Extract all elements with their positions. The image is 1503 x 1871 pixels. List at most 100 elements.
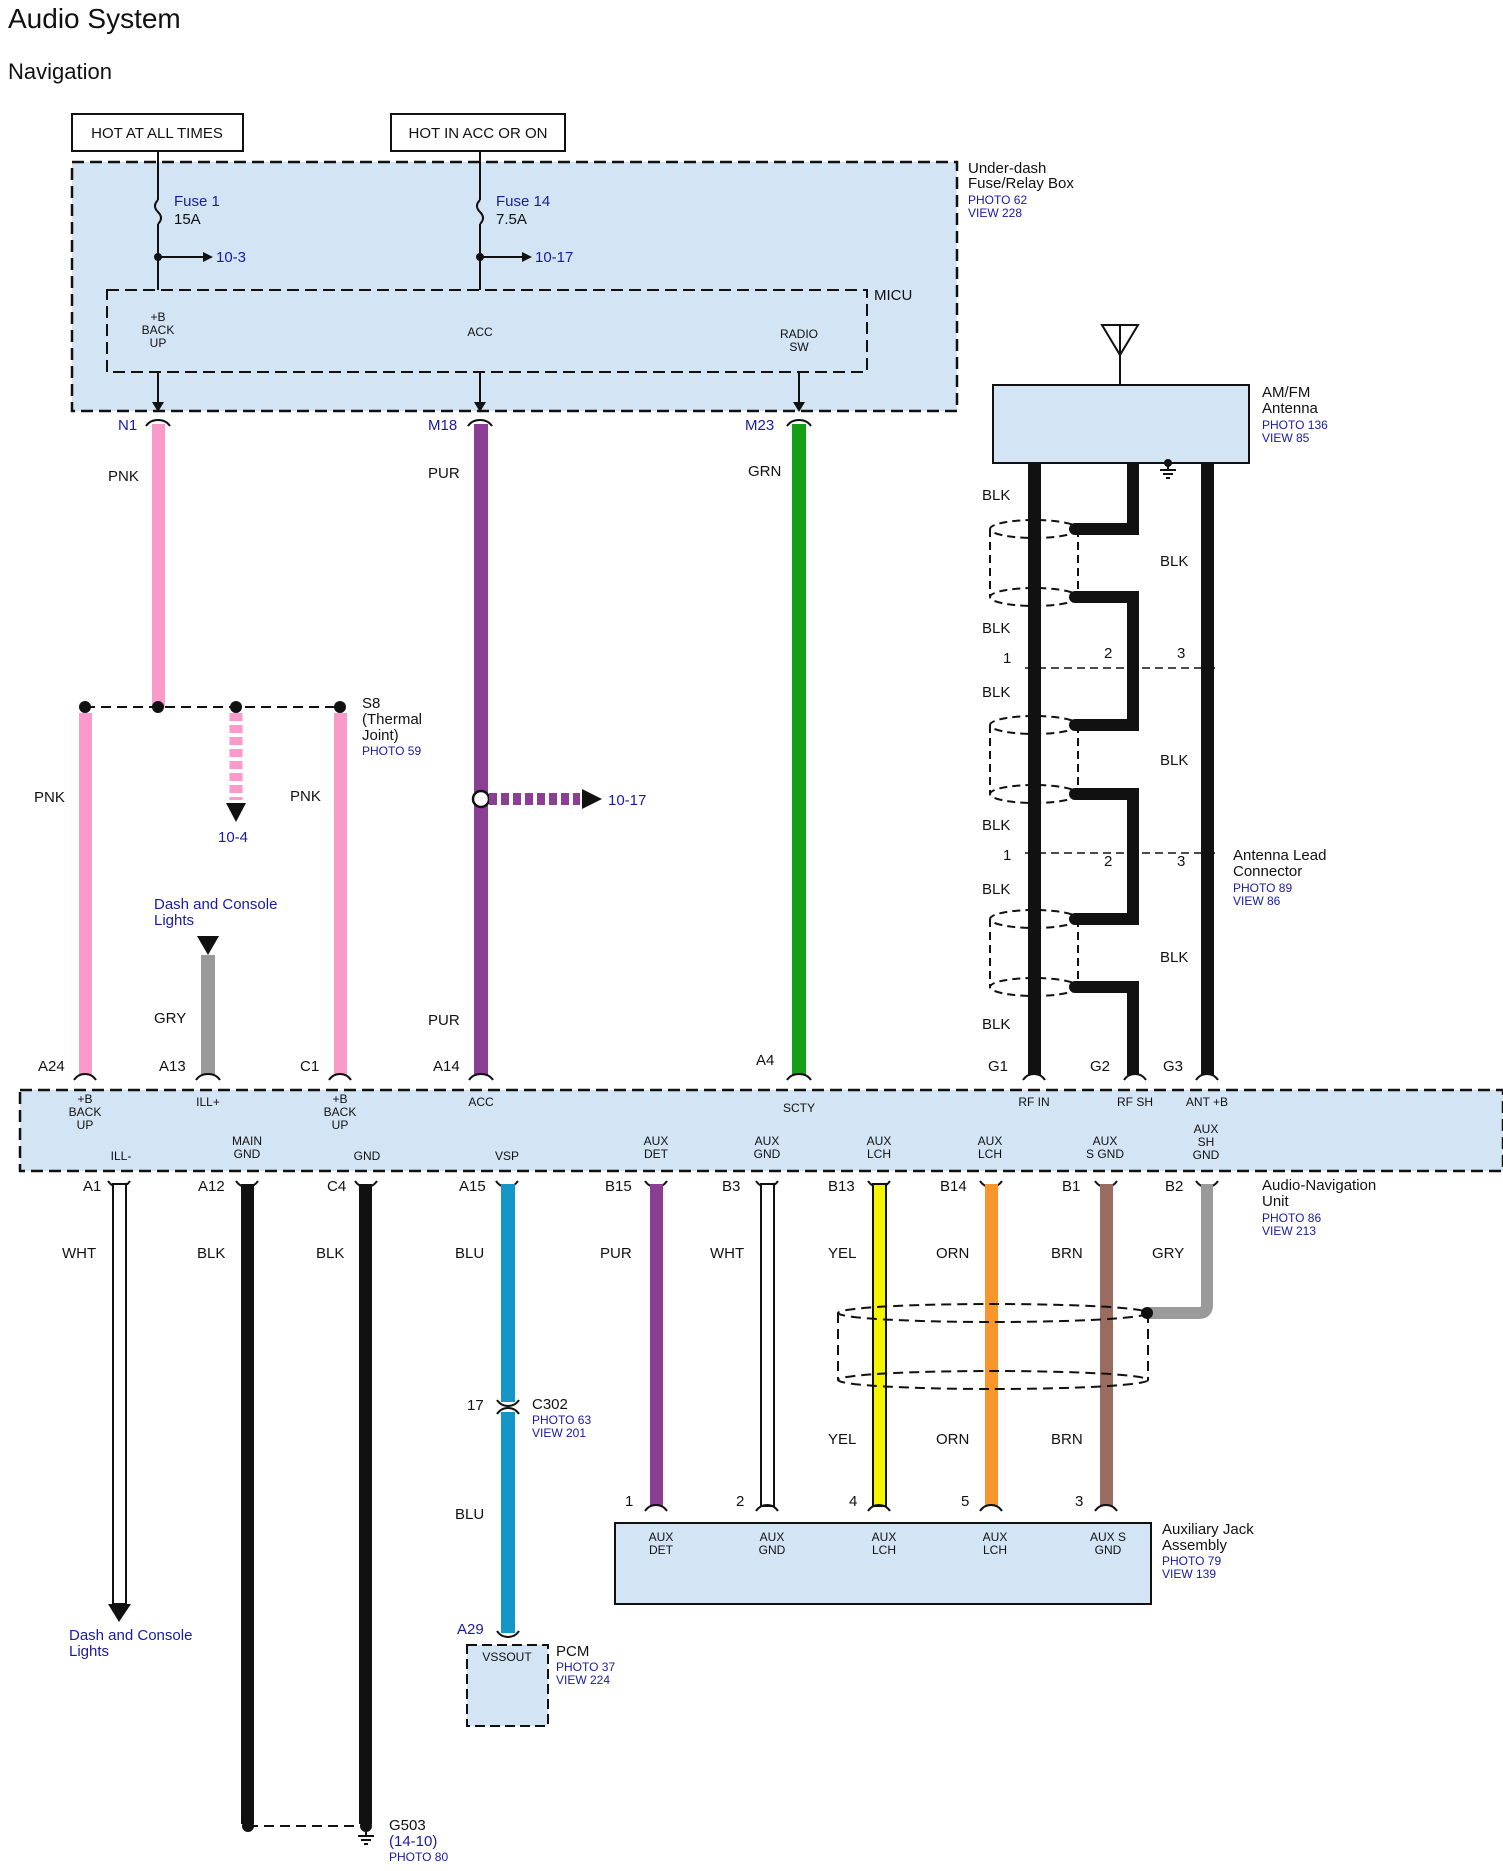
fuse1-name: Fuse 1: [174, 193, 220, 210]
fuse14-icon: [476, 199, 484, 225]
lead-connector-photo: PHOTO 89: [1233, 881, 1292, 895]
fuse-box-name-2: Fuse/Relay Box: [968, 175, 1074, 192]
aux-pin-2: 2: [736, 1493, 744, 1510]
pin-c4: C4: [327, 1178, 346, 1195]
wire-blk-g1: [1028, 463, 1041, 1075]
aux-pin-1: 1: [625, 1493, 633, 1510]
unit-label-ill-plus: ILL+: [196, 1095, 220, 1109]
svg-text:GND: GND: [1095, 1543, 1122, 1557]
svg-text:GND: GND: [759, 1543, 786, 1557]
lead-connector-name-1: Antenna Lead: [1233, 847, 1326, 864]
ant-pin-2b: 2: [1104, 853, 1112, 870]
pin-b15: B15: [605, 1178, 632, 1195]
pin-a24: A24: [38, 1058, 65, 1075]
pin-n1: N1: [118, 417, 137, 434]
svg-text:AUX: AUX: [760, 1530, 785, 1544]
svg-text:+B: +B: [77, 1092, 92, 1106]
aux-jack-photo: PHOTO 79: [1162, 1554, 1221, 1568]
wire-brn-b1: [1100, 1184, 1113, 1506]
dash-lights-label-1: Dash and Console: [154, 896, 277, 913]
antenna-name-2: Antenna: [1262, 400, 1319, 417]
fuse-box-name-1: Under-dash: [968, 160, 1046, 177]
svg-text:+B: +B: [332, 1092, 347, 1106]
svg-text:LCH: LCH: [978, 1147, 1002, 1161]
wire-yel-b13: [872, 1183, 887, 1507]
svg-text:RADIO: RADIO: [780, 327, 818, 341]
aux-pin-5: 5: [961, 1493, 969, 1510]
aux-pin-4: 4: [849, 1493, 857, 1510]
svg-text:UP: UP: [77, 1118, 94, 1132]
svg-text:MAIN: MAIN: [232, 1134, 262, 1148]
c302-name: C302: [532, 1396, 568, 1413]
wire-label-yel-bottom: YEL: [828, 1431, 856, 1448]
pin-g1: G1: [988, 1058, 1008, 1075]
unit-label-scty: SCTY: [783, 1101, 815, 1115]
wire-grn-m23: [792, 424, 806, 1075]
micu-box: [106, 289, 868, 373]
svg-text:BACK: BACK: [142, 323, 175, 337]
fuse-box-view: VIEW 228: [968, 206, 1022, 220]
pin-g3: G3: [1163, 1058, 1183, 1075]
wire-blu-a15: [501, 1184, 515, 1402]
aux-jack-name-2: Assembly: [1162, 1537, 1228, 1554]
wire-wht-b3: [760, 1183, 775, 1507]
c302-pin: 17: [467, 1397, 484, 1414]
svg-text:UP: UP: [150, 336, 167, 350]
svg-text:SH: SH: [1198, 1135, 1215, 1149]
svg-text:AUX: AUX: [872, 1530, 897, 1544]
antenna-name-1: AM/FM: [1262, 384, 1310, 401]
pin-b3: B3: [722, 1178, 740, 1195]
unit-label-acc: ACC: [468, 1095, 494, 1109]
svg-text:SW: SW: [789, 340, 809, 354]
arrow-down-icon: [226, 803, 246, 822]
pcm-label: VSSOUT: [482, 1650, 532, 1664]
svg-text:AUX: AUX: [983, 1530, 1008, 1544]
svg-text:GND: GND: [754, 1147, 781, 1161]
ant-pin-1b: 1: [1003, 847, 1011, 864]
pin-m23: M23: [745, 417, 774, 434]
unit-label-ant-b: ANT +B: [1186, 1095, 1228, 1109]
hot-acc-label: HOT IN ACC OR ON: [409, 125, 548, 142]
wire-pur-m18: [474, 424, 488, 1075]
splice-name-3: Joint): [362, 727, 399, 744]
arrow-right-icon: [522, 252, 532, 262]
wire-label-blk: BLK: [982, 620, 1010, 637]
micu-label: MICU: [874, 287, 912, 304]
svg-text:AUX: AUX: [1194, 1122, 1219, 1136]
wire-pnk-c1: [334, 713, 347, 1075]
wire-label-blu-top: BLU: [455, 1245, 484, 1262]
wire-blk-a12: [241, 1184, 254, 1824]
aux-jack-name-1: Auxiliary Jack: [1162, 1521, 1254, 1538]
splice-ref-right: 10-17: [608, 792, 646, 809]
svg-text:AUX S: AUX S: [1090, 1530, 1126, 1544]
unit-label-ill-minus: ILL-: [111, 1149, 132, 1163]
wire-label-blk-c4: BLK: [316, 1245, 344, 1262]
pin-b14: B14: [940, 1178, 967, 1195]
wire-blk-c4: [359, 1184, 372, 1824]
fuse1-ref: 10-3: [216, 249, 246, 266]
svg-text:DET: DET: [649, 1543, 674, 1557]
wire-label-blk: BLK: [982, 1016, 1010, 1033]
svg-text:S GND: S GND: [1086, 1147, 1124, 1161]
wire-label-blk: BLK: [1160, 553, 1188, 570]
wire-label-grn: GRN: [748, 463, 781, 480]
audio-unit-name-1: Audio-Navigation: [1262, 1177, 1376, 1194]
arrow-down-icon: [197, 936, 219, 955]
fuse-box-photo: PHOTO 62: [968, 193, 1027, 207]
pin-c1: C1: [300, 1058, 319, 1075]
pin-a1: A1: [83, 1178, 101, 1195]
wire-label-brn-bottom: BRN: [1051, 1431, 1083, 1448]
audio-unit-view: VIEW 213: [1262, 1224, 1316, 1238]
svg-text:AUX: AUX: [755, 1134, 780, 1148]
wire-label-gry: GRY: [154, 1010, 186, 1027]
antenna-box: [992, 384, 1250, 464]
ant-pin-1a: 1: [1003, 650, 1011, 667]
wire-label-pur-top: PUR: [428, 465, 460, 482]
fuse14-ref: 10-17: [535, 249, 573, 266]
pcm-view: VIEW 224: [556, 1673, 610, 1687]
aux-jack-box: [614, 1522, 1152, 1605]
ground-ref: (14-10): [389, 1833, 437, 1850]
unit-label-gnd: GND: [354, 1149, 381, 1163]
hot-all-times-label: HOT AT ALL TIMES: [91, 125, 223, 142]
